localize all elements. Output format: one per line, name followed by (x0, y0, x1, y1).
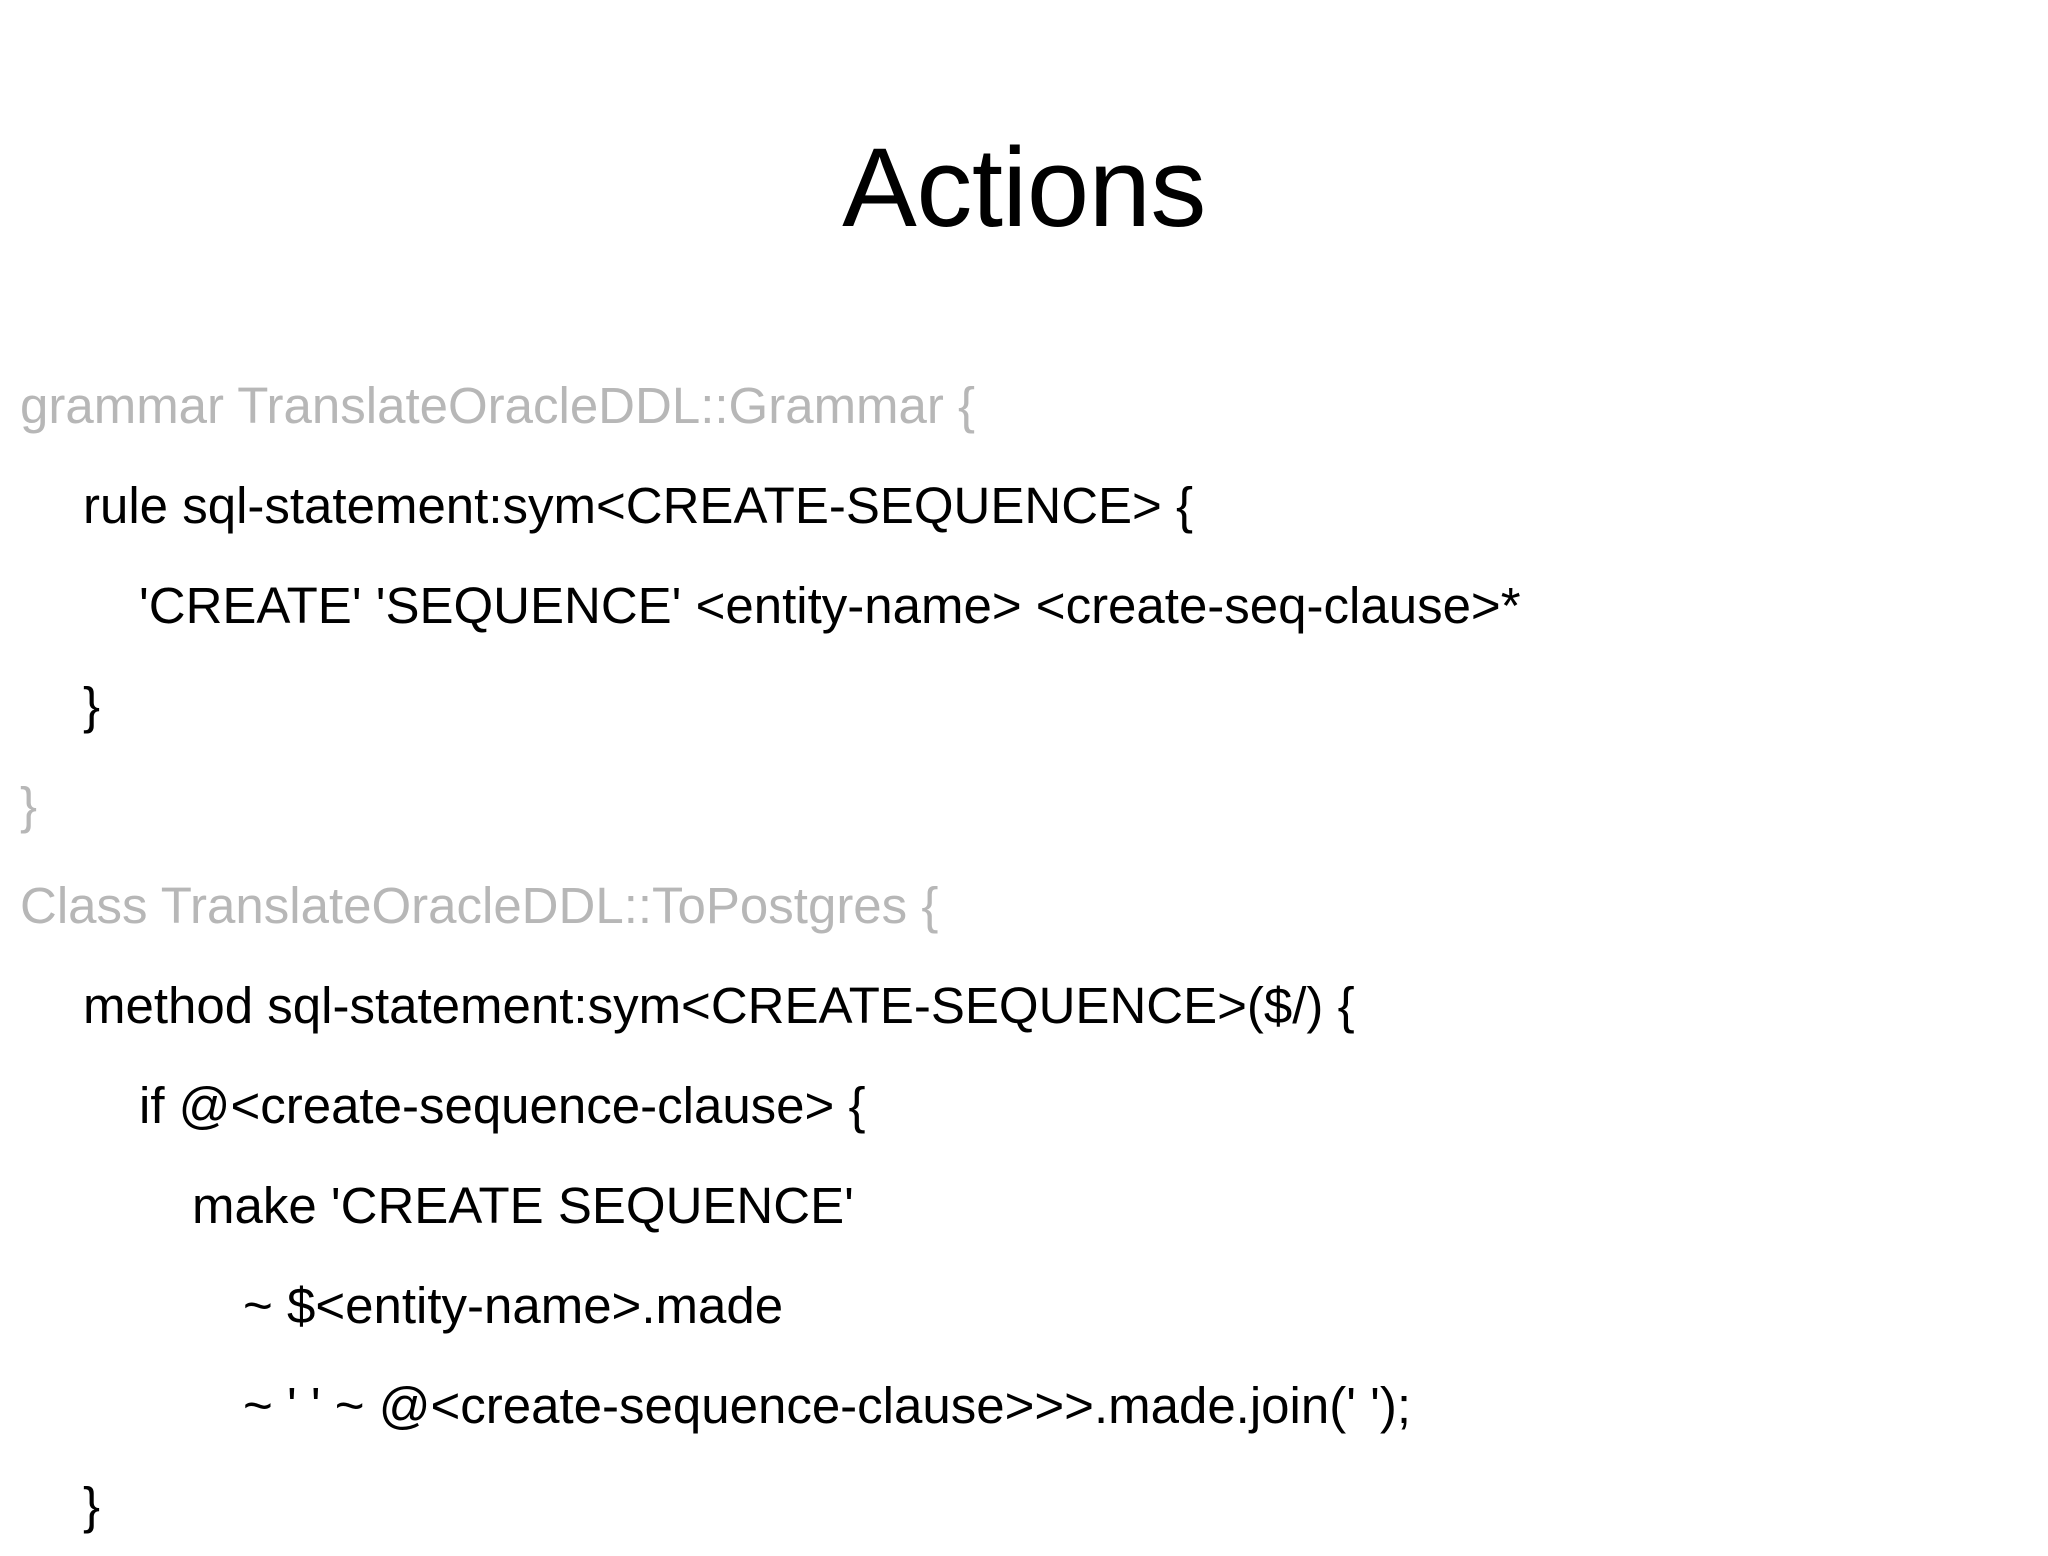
code-line: Class TranslateOracleDDL::ToPostgres { (20, 877, 939, 934)
code-line: 'CREATE' 'SEQUENCE' <entity-name> <creat… (139, 577, 1521, 634)
page-title: Actions (842, 125, 1206, 250)
code-line: } (83, 677, 101, 734)
code-line: if @<create-sequence-clause> { (139, 1077, 866, 1134)
code-line: make 'CREATE SEQUENCE' (192, 1177, 854, 1234)
code-line: ~ $<entity-name>.made (243, 1277, 784, 1334)
code-line: rule sql-statement:sym<CREATE-SEQUENCE> … (83, 477, 1194, 534)
code-line: grammar TranslateOracleDDL::Grammar { (20, 377, 976, 434)
code-line: } (83, 1477, 101, 1534)
code-line: method sql-statement:sym<CREATE-SEQUENCE… (83, 977, 1355, 1034)
code-line: ~ ' ' ~ @<create-sequence-clause>>>.made… (243, 1377, 1412, 1434)
code-block: grammar TranslateOracleDDL::Grammar {rul… (20, 356, 2028, 1556)
code-line: } (20, 777, 38, 834)
